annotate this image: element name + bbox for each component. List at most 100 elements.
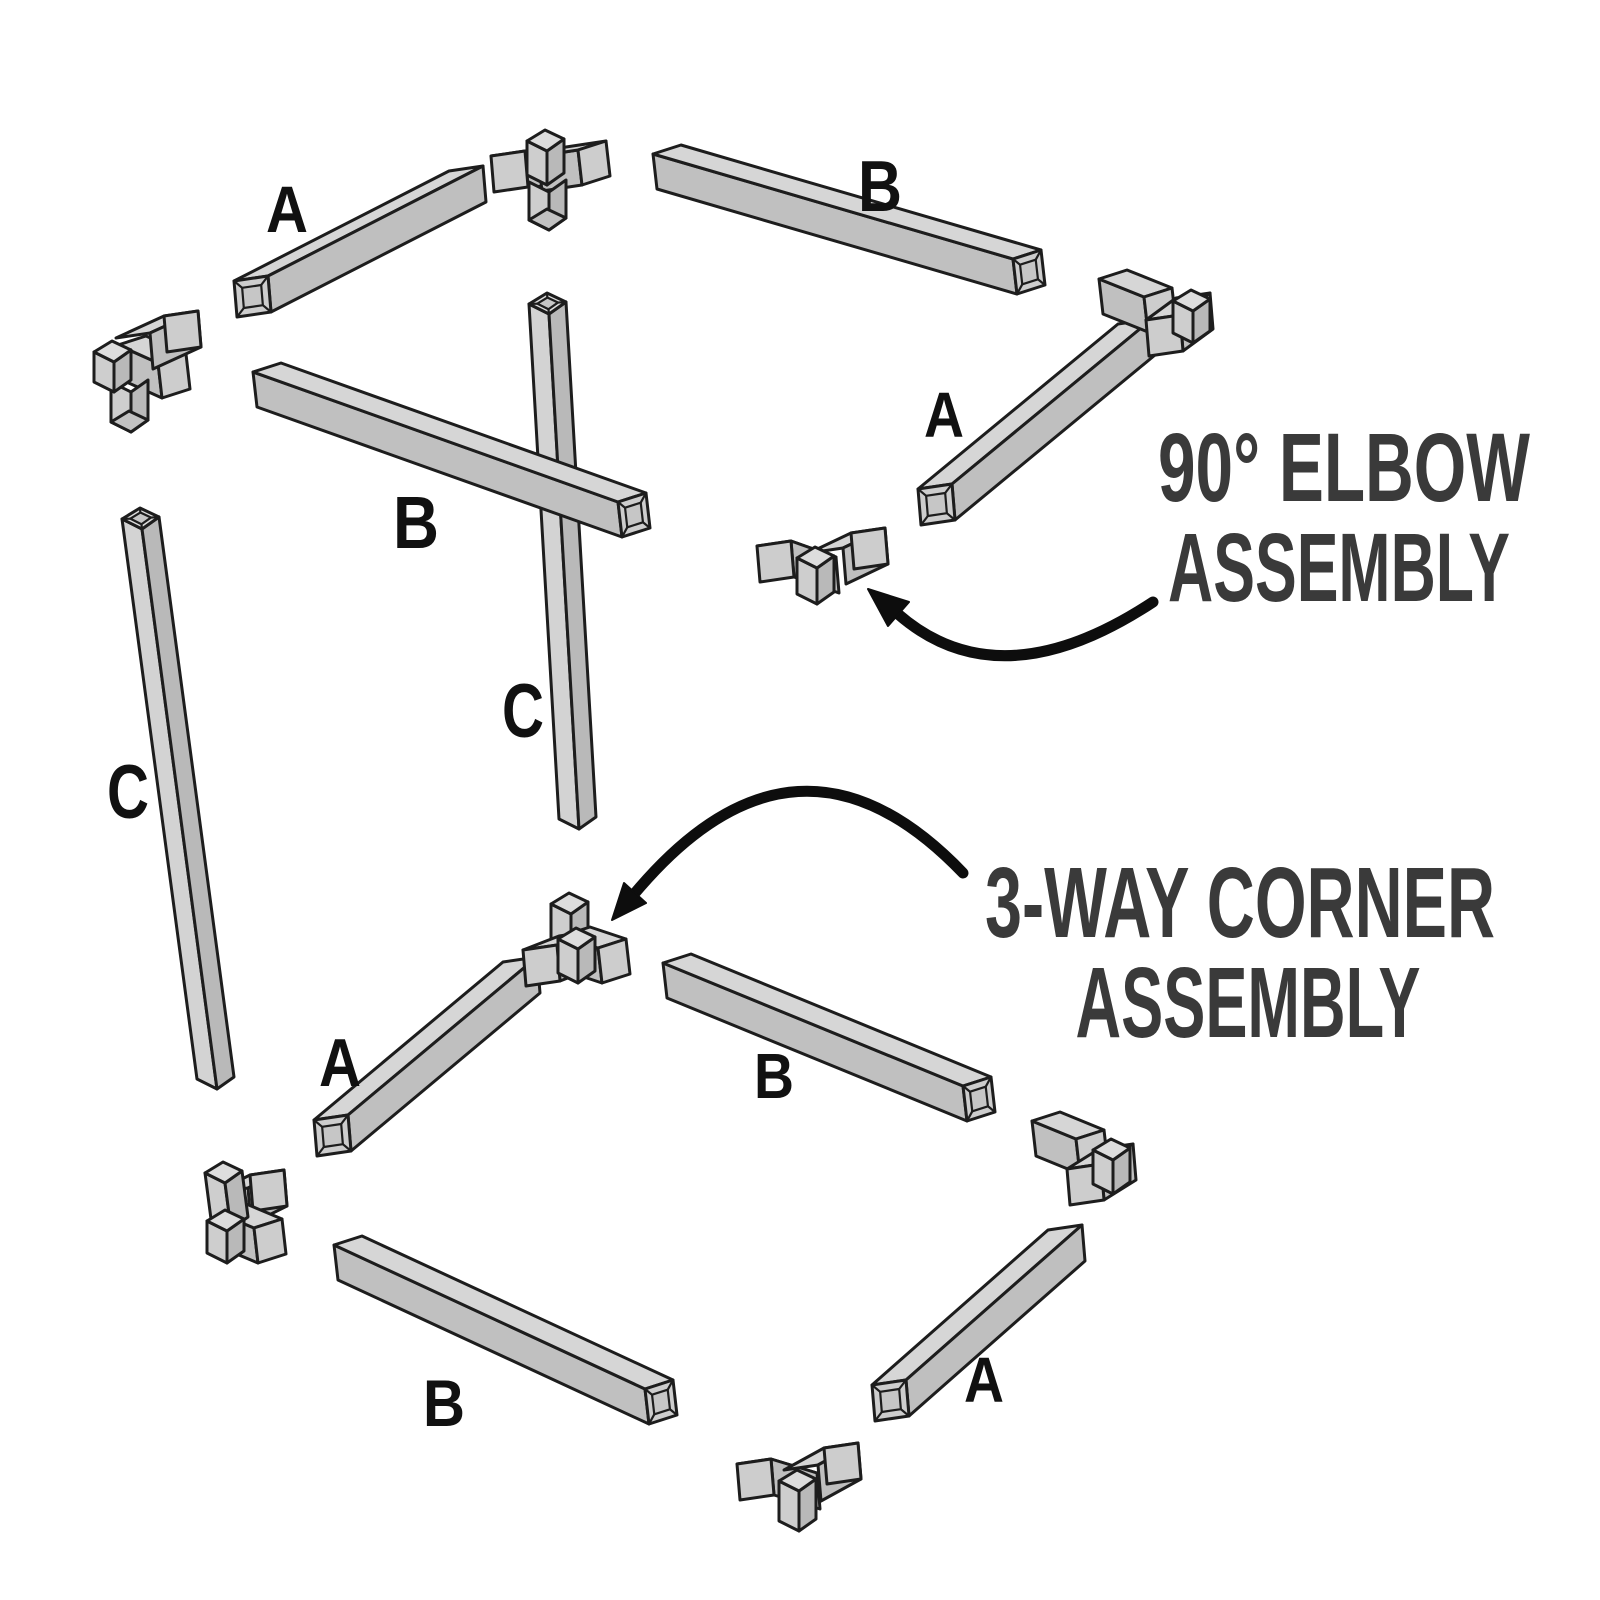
- tube-a-bottom-right-wall-edge: [871, 1384, 881, 1393]
- tube-a-top-left-wall-edge: [236, 307, 245, 318]
- connector-3way-bottom-left-box2-end-face: [203, 1160, 244, 1185]
- tube-b-bottom-long-wall-edge: [644, 1388, 653, 1396]
- tube-a-bottom-left-hollow-bore: [321, 1122, 344, 1149]
- tube-a-top-left-hollow-bore: [241, 283, 264, 310]
- connector-elbow-right-upper-box2-end-face: [1171, 288, 1212, 313]
- tube-b-bottom-right: [661, 952, 997, 1123]
- arrow-to-elbow-connector-shaft: [892, 596, 1159, 662]
- tube-a-bottom-left-face-band2: [346, 955, 542, 1153]
- connector-elbow-bottom-front-box2-end-face: [777, 1468, 818, 1493]
- connector-3way-top-center-box0-end-face: [489, 149, 530, 194]
- tube-a-right-wall-edge: [917, 488, 927, 497]
- tube-b-middle-hollow-bore: [623, 501, 645, 529]
- tube-b-bottom-right-wall-edge: [962, 1085, 971, 1093]
- part-label-c: C: [502, 669, 544, 754]
- connector-3way-center-box2-end-face: [596, 937, 632, 985]
- connectors-layer: [92, 128, 1215, 1533]
- connector-3way-left-upper-box2-end-face: [109, 409, 150, 434]
- part-label-a: A: [964, 1344, 1004, 1416]
- tube-a-bottom-left-wall-edge: [313, 1119, 323, 1128]
- tube-b-bottom-long-wall-edge: [669, 1408, 678, 1416]
- connector-3way-center-box1-end-face: [521, 943, 562, 988]
- connector-elbow-front-top-box0-end-face: [755, 539, 796, 584]
- connector-elbow-right-upper: [1097, 268, 1215, 358]
- arrow-to-3way-connector: [611, 785, 969, 921]
- tube-a-top-left-wall-edge: [262, 304, 272, 313]
- tube-a-bottom-right-wall-edge: [898, 1379, 907, 1390]
- tube-a-top-left: [232, 164, 488, 319]
- tube-a-right-face-band2: [950, 317, 1157, 522]
- connector-3way-bottom-left: [203, 1160, 289, 1265]
- tube-c-center-wall-edge: [557, 300, 567, 304]
- connector-3way-center-box3-end-face: [556, 926, 597, 951]
- connector-3way-bottom-left-box3-end-face: [205, 1208, 246, 1233]
- tube-b-bottom-long-face-band2: [332, 1234, 675, 1391]
- annotation-90-elbow-assembly-line1: 90° ELBOW: [1158, 413, 1530, 522]
- tube-a-right-wall-edge: [946, 512, 956, 521]
- connector-elbow-bottom-front: [735, 1441, 863, 1533]
- tube-b-bottom-right-wall-edge: [984, 1076, 992, 1088]
- part-label-b: B: [423, 1366, 465, 1440]
- tube-c-left-hollow-bore: [129, 511, 153, 526]
- tube-b-middle-face-band2: [251, 361, 648, 504]
- tube-a-bottom-right-hollow-bore: [879, 1387, 902, 1414]
- annotation-3way-corner-assembly-line2: ASSEMBLY: [1076, 947, 1421, 1059]
- tube-b-bottom-long-hollow-bore: [650, 1388, 672, 1416]
- connector-3way-center-box0-end-face: [549, 891, 590, 916]
- arrow-to-elbow-connector: [867, 588, 1159, 662]
- tube-a-bottom-left-wall-edge: [316, 1146, 325, 1157]
- tube-b-top-right-face-band1: [651, 152, 1019, 296]
- connector-3way-center: [521, 891, 632, 988]
- tube-a-right-wall-edge: [920, 515, 929, 526]
- tube-b-bottom-long-wall-edge: [666, 1379, 674, 1391]
- tube-a-bottom-right-wall-edge: [874, 1411, 883, 1422]
- tube-b-top-right-wall-edge: [1016, 283, 1024, 295]
- part-label-c: C: [107, 750, 149, 835]
- tube-b-bottom-right-hollow-bore: [968, 1085, 990, 1113]
- tube-b-middle: [251, 361, 652, 539]
- tube-b-bottom-long-wall-edge: [648, 1413, 656, 1425]
- connector-elbow-front-top-box1-end-face: [849, 526, 890, 571]
- tube-b-bottom-right-wall-edge: [987, 1105, 996, 1113]
- arrow-to-3way-connector-shaft: [629, 785, 969, 899]
- part-label-b: B: [858, 147, 902, 227]
- tube-b-middle-wall-edge: [639, 492, 647, 504]
- tube-a-right: [916, 317, 1157, 527]
- tube-a-bottom-right: [870, 1223, 1087, 1423]
- arrow-to-3way-connector-head: [611, 882, 647, 921]
- connector-elbow-bottom-right-box2-end-face: [1091, 1137, 1132, 1162]
- part-label-a: A: [266, 172, 308, 246]
- connector-3way-bottom-left-box1-end-face: [252, 1217, 288, 1265]
- part-label-a: A: [319, 1025, 361, 1101]
- tube-a-right-wall-edge: [944, 483, 953, 494]
- tube-b-bottom-right-wall-edge: [966, 1110, 974, 1122]
- tube-b-middle-wall-edge: [617, 501, 626, 509]
- connector-elbow-bottom-right: [1030, 1110, 1138, 1207]
- connector-elbow-front-top: [755, 526, 890, 606]
- connector-3way-left-upper-box1-end-face: [162, 309, 203, 354]
- tube-c-left-wall-edge: [150, 515, 160, 519]
- tube-c-center-hollow-bore: [536, 296, 560, 311]
- arrow-to-elbow-connector-head: [867, 588, 910, 627]
- connector-3way-top-center-box2-end-face: [527, 207, 568, 232]
- connector-3way-top-center-box3-end-face: [525, 128, 566, 153]
- tube-b-bottom-right-face-band2: [661, 952, 993, 1088]
- tube-a-bottom-right-wall-edge: [900, 1408, 910, 1417]
- tube-c-center: [527, 291, 598, 831]
- tube-b-top-right-wall-edge: [1034, 249, 1042, 261]
- tube-a-right-hollow-bore: [925, 491, 948, 518]
- tube-b-bottom-long-face-band1: [332, 1243, 651, 1426]
- annotation-90-elbow-assembly-line2: ASSEMBLY: [1168, 513, 1510, 622]
- tube-b-middle-wall-edge: [642, 521, 651, 529]
- annotation-3way-corner-assembly-line1: 3-WAY CORNER: [985, 847, 1495, 959]
- tube-b-top-right: [651, 143, 1047, 296]
- part-label-b: B: [393, 481, 439, 564]
- connector-3way-left-upper: [92, 309, 203, 434]
- connector-3way-top-center-box1-end-face: [576, 139, 612, 187]
- part-label-b: B: [754, 1040, 794, 1112]
- tube-b-bottom-right-face-band1: [661, 961, 969, 1123]
- connector-3way-bottom-left-box0-end-face: [248, 1168, 289, 1213]
